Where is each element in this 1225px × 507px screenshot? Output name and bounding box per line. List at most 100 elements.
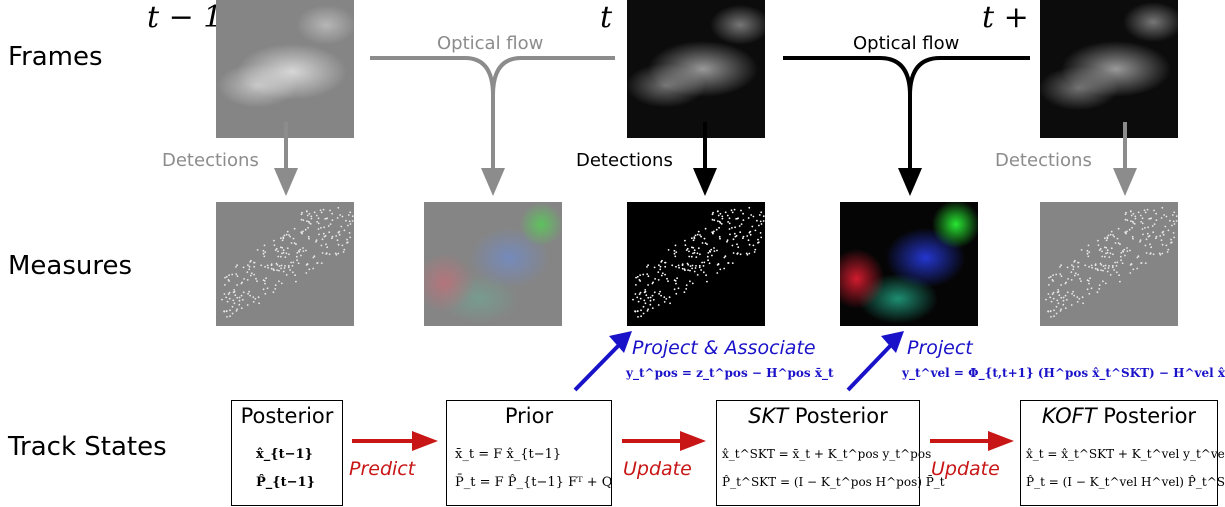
detection-dot [231,305,234,308]
detection-dot [701,242,704,244]
detection-dot [252,296,255,298]
detection-dot [341,244,344,247]
detection-dot [308,237,310,240]
detection-dot [282,251,285,254]
detection-dot [652,298,655,301]
detection-dot [1173,223,1176,225]
detection-dot [238,303,241,306]
detection-dot [1051,279,1054,281]
detection-dot [285,274,288,276]
detection-dot [287,264,290,267]
detection-dot [273,239,275,242]
detection-dot [242,266,245,269]
detection-dot [747,239,750,242]
detection-dot [226,316,228,318]
optical-flow-connector-1b [491,56,615,96]
detection-dot [280,264,283,267]
detection-dot [302,250,305,252]
detection-dot [1137,255,1140,258]
detection-dot [708,250,711,252]
detection-dot [696,233,699,236]
frame-image-t [627,0,765,138]
detection-dot [286,230,289,233]
detection-dot [1052,291,1055,294]
detection-dot [337,206,340,209]
detection-dot [289,235,291,238]
detection-dot [1060,308,1062,311]
detection-dot [337,231,340,234]
detection-dot [236,284,238,286]
detection-dot [705,274,707,277]
detection-dot [727,262,730,264]
detection-dot [226,300,229,303]
detection-dot [717,263,720,266]
detection-dot [1102,265,1105,267]
detection-dot [224,284,226,286]
detection-dot [1076,296,1079,298]
detection-dot [340,225,343,228]
detection-dot [695,265,697,267]
detection-dot [1131,235,1134,238]
detection-dot [638,293,641,295]
detection-dot [1094,263,1097,266]
detection-dot [290,242,293,244]
detection-dot [644,290,647,293]
project-label: Project [907,337,973,359]
detection-dot [1102,280,1104,283]
update-arrowhead-1 [680,431,706,451]
detection-dot [663,296,666,298]
detection-dot [692,239,695,242]
detection-dot [228,297,231,300]
detection-dot [1089,277,1091,280]
detection-dot [274,288,277,290]
detection-dot [296,259,298,262]
predict-label: Predict [349,458,416,480]
detection-dot [1159,253,1162,256]
detection-dot [301,211,303,214]
detection-dot [1141,222,1144,225]
detection-dot [659,265,662,268]
detection-dot [756,219,758,222]
detection-dot [318,233,320,236]
detection-dot [703,261,706,264]
detection-dot [693,237,696,240]
detection-dot [262,288,265,291]
detection-dot [288,253,290,256]
detection-dot [748,206,751,209]
detection-dot [328,231,331,234]
detection-dot [1144,227,1146,229]
detection-dot [694,267,697,269]
detection-dot [674,280,677,282]
detection-dot [711,231,714,234]
detection-dot [740,209,742,212]
detection-dot [1131,226,1133,229]
detection-dot [659,290,661,293]
koft-title-rest: Posterior [1096,404,1197,428]
detection-dot [248,265,251,268]
detection-dot [283,234,286,237]
detection-dot [345,219,347,222]
detection-dot [247,292,249,295]
detection-dot [304,228,307,231]
detection-dot [708,262,711,265]
detection-dot [225,296,228,299]
detection-dot [739,231,742,234]
detection-dot [1153,223,1156,225]
detection-dot [273,244,276,246]
detection-dot [295,243,297,246]
detection-dot [1126,250,1129,252]
detection-dot [711,213,714,216]
detection-dot [325,253,328,255]
detection-dot [1066,266,1069,269]
detection-dot [687,269,689,271]
detection-dot [663,301,666,303]
detection-dot [706,255,709,258]
detection-dot [292,261,295,264]
detection-dot [757,238,759,241]
detection-dot [1108,265,1110,267]
detection-dot [1106,251,1109,254]
detection-dot [661,272,664,275]
detections-dots-grey-2 [1045,206,1178,318]
detection-dot [253,261,255,264]
detection-dot [1123,248,1126,251]
